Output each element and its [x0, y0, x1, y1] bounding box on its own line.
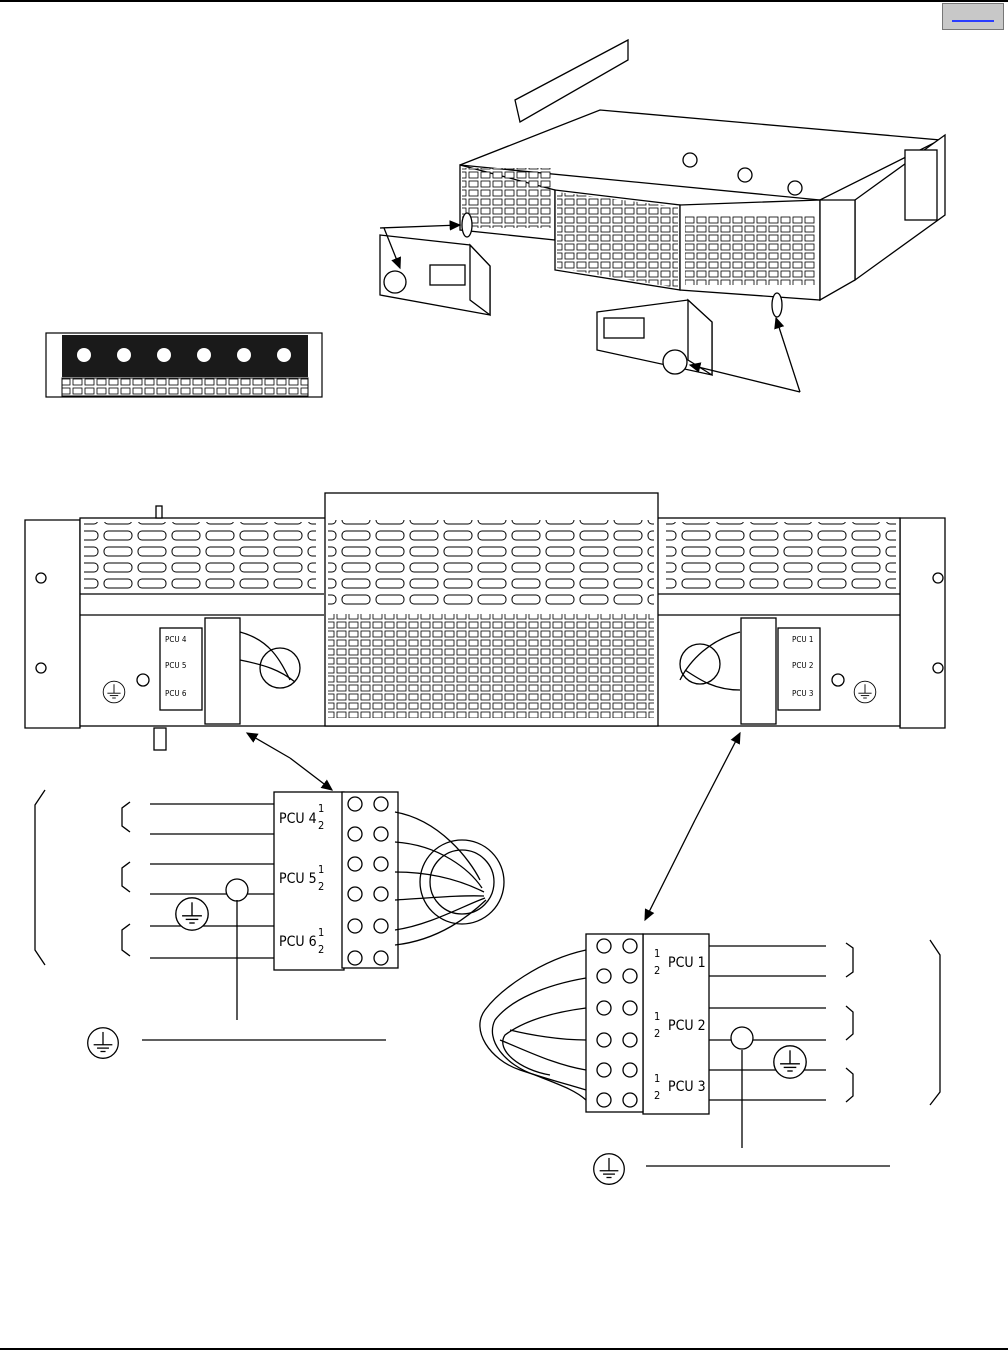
- left-label-card: [273, 791, 345, 971]
- left-pcu4-terminal-1: 1: [318, 802, 324, 815]
- panel-left-pcu5-label: PCU 5: [165, 661, 187, 670]
- right-terminal-detail: [479, 933, 941, 1185]
- panel-right-pcu2-label: PCU 2: [792, 661, 814, 670]
- right-pcu3-terminal-2: 2: [654, 1089, 660, 1102]
- right-detail-arrow-down: [644, 819, 696, 922]
- right-pcu1-terminal-2: 2: [654, 964, 660, 977]
- left-pcu6-terminal-2: 2: [318, 943, 324, 956]
- panel-left-label-card: [159, 627, 203, 711]
- left-detail-arrow-up: [245, 732, 291, 759]
- right-detail-arrow-up: [694, 731, 741, 821]
- left-cover-grommet-hole: [383, 270, 407, 294]
- right-pcu2-terminal-1: 1: [654, 1010, 660, 1023]
- panel-left-pcu6-label: PCU 6: [165, 689, 187, 698]
- right-pcu1-label: PCU 1: [668, 955, 706, 971]
- left-pcu5-label: PCU 5: [279, 871, 317, 887]
- right-pcu1-terminal-1: 1: [654, 947, 660, 960]
- top-border-rule: [0, 0, 1008, 2]
- right-cover-grommet-hole: [662, 349, 688, 375]
- left-pcu6-terminal-1: 1: [318, 926, 324, 939]
- left-detail-ground-icon: [175, 897, 209, 931]
- left-pcu5-terminal-2: 2: [318, 880, 324, 893]
- rear-panel-left-ear: [24, 519, 81, 729]
- chassis-isometric-view: [379, 38, 946, 377]
- panel-right-ground-icon: [853, 680, 877, 704]
- left-pcu4-terminal-2: 2: [318, 819, 324, 832]
- panel-right-pcu1-label: PCU 1: [792, 635, 814, 644]
- right-detail-ground-icon: [773, 1045, 807, 1079]
- right-pcu2-label: PCU 2: [668, 1018, 706, 1034]
- chassis-rear-flange: [514, 38, 629, 124]
- left-pcu6-label: PCU 6: [279, 934, 317, 950]
- left-detail-arrow-down: [289, 757, 334, 791]
- panel-right-label-card: [777, 627, 821, 711]
- right-pcu2-terminal-2: 2: [654, 1027, 660, 1040]
- left-pcu5-terminal-1: 1: [318, 863, 324, 876]
- left-ground-symbol-icon: [87, 1027, 119, 1059]
- right-cover-arrow: [688, 362, 801, 393]
- right-terminal-block: [585, 933, 644, 1113]
- right-ground-symbol-icon: [593, 1153, 625, 1185]
- right-pcu3-terminal-1: 1: [654, 1072, 660, 1085]
- left-pcu4-label: PCU 4: [279, 811, 317, 827]
- left-cover-arrow: [383, 227, 401, 270]
- rear-panel-right-ear: [899, 517, 946, 729]
- panel-right-pcu3-label: PCU 3: [792, 689, 814, 698]
- panel-right-terminal-block: [740, 617, 777, 725]
- right-label-card: [642, 933, 710, 1115]
- right-pcu3-label: PCU 3: [668, 1079, 706, 1095]
- left-terminal-detail: [34, 789, 505, 1059]
- panel-left-ground-icon: [102, 680, 126, 704]
- page-corner-tab-underline: [952, 20, 994, 22]
- panel-left-pcu4-label: PCU 4: [165, 635, 187, 644]
- panel-left-terminal-block: [204, 617, 241, 725]
- page-corner-tab: [942, 3, 1004, 30]
- right-outer-bracket: [929, 939, 941, 1106]
- left-terminal-block: [341, 791, 399, 969]
- chassis-front-thumbnail: [45, 332, 323, 398]
- rear-panel-view: [24, 492, 946, 751]
- left-outer-bracket: [34, 789, 46, 966]
- bottom-border-rule: [0, 1348, 1008, 1350]
